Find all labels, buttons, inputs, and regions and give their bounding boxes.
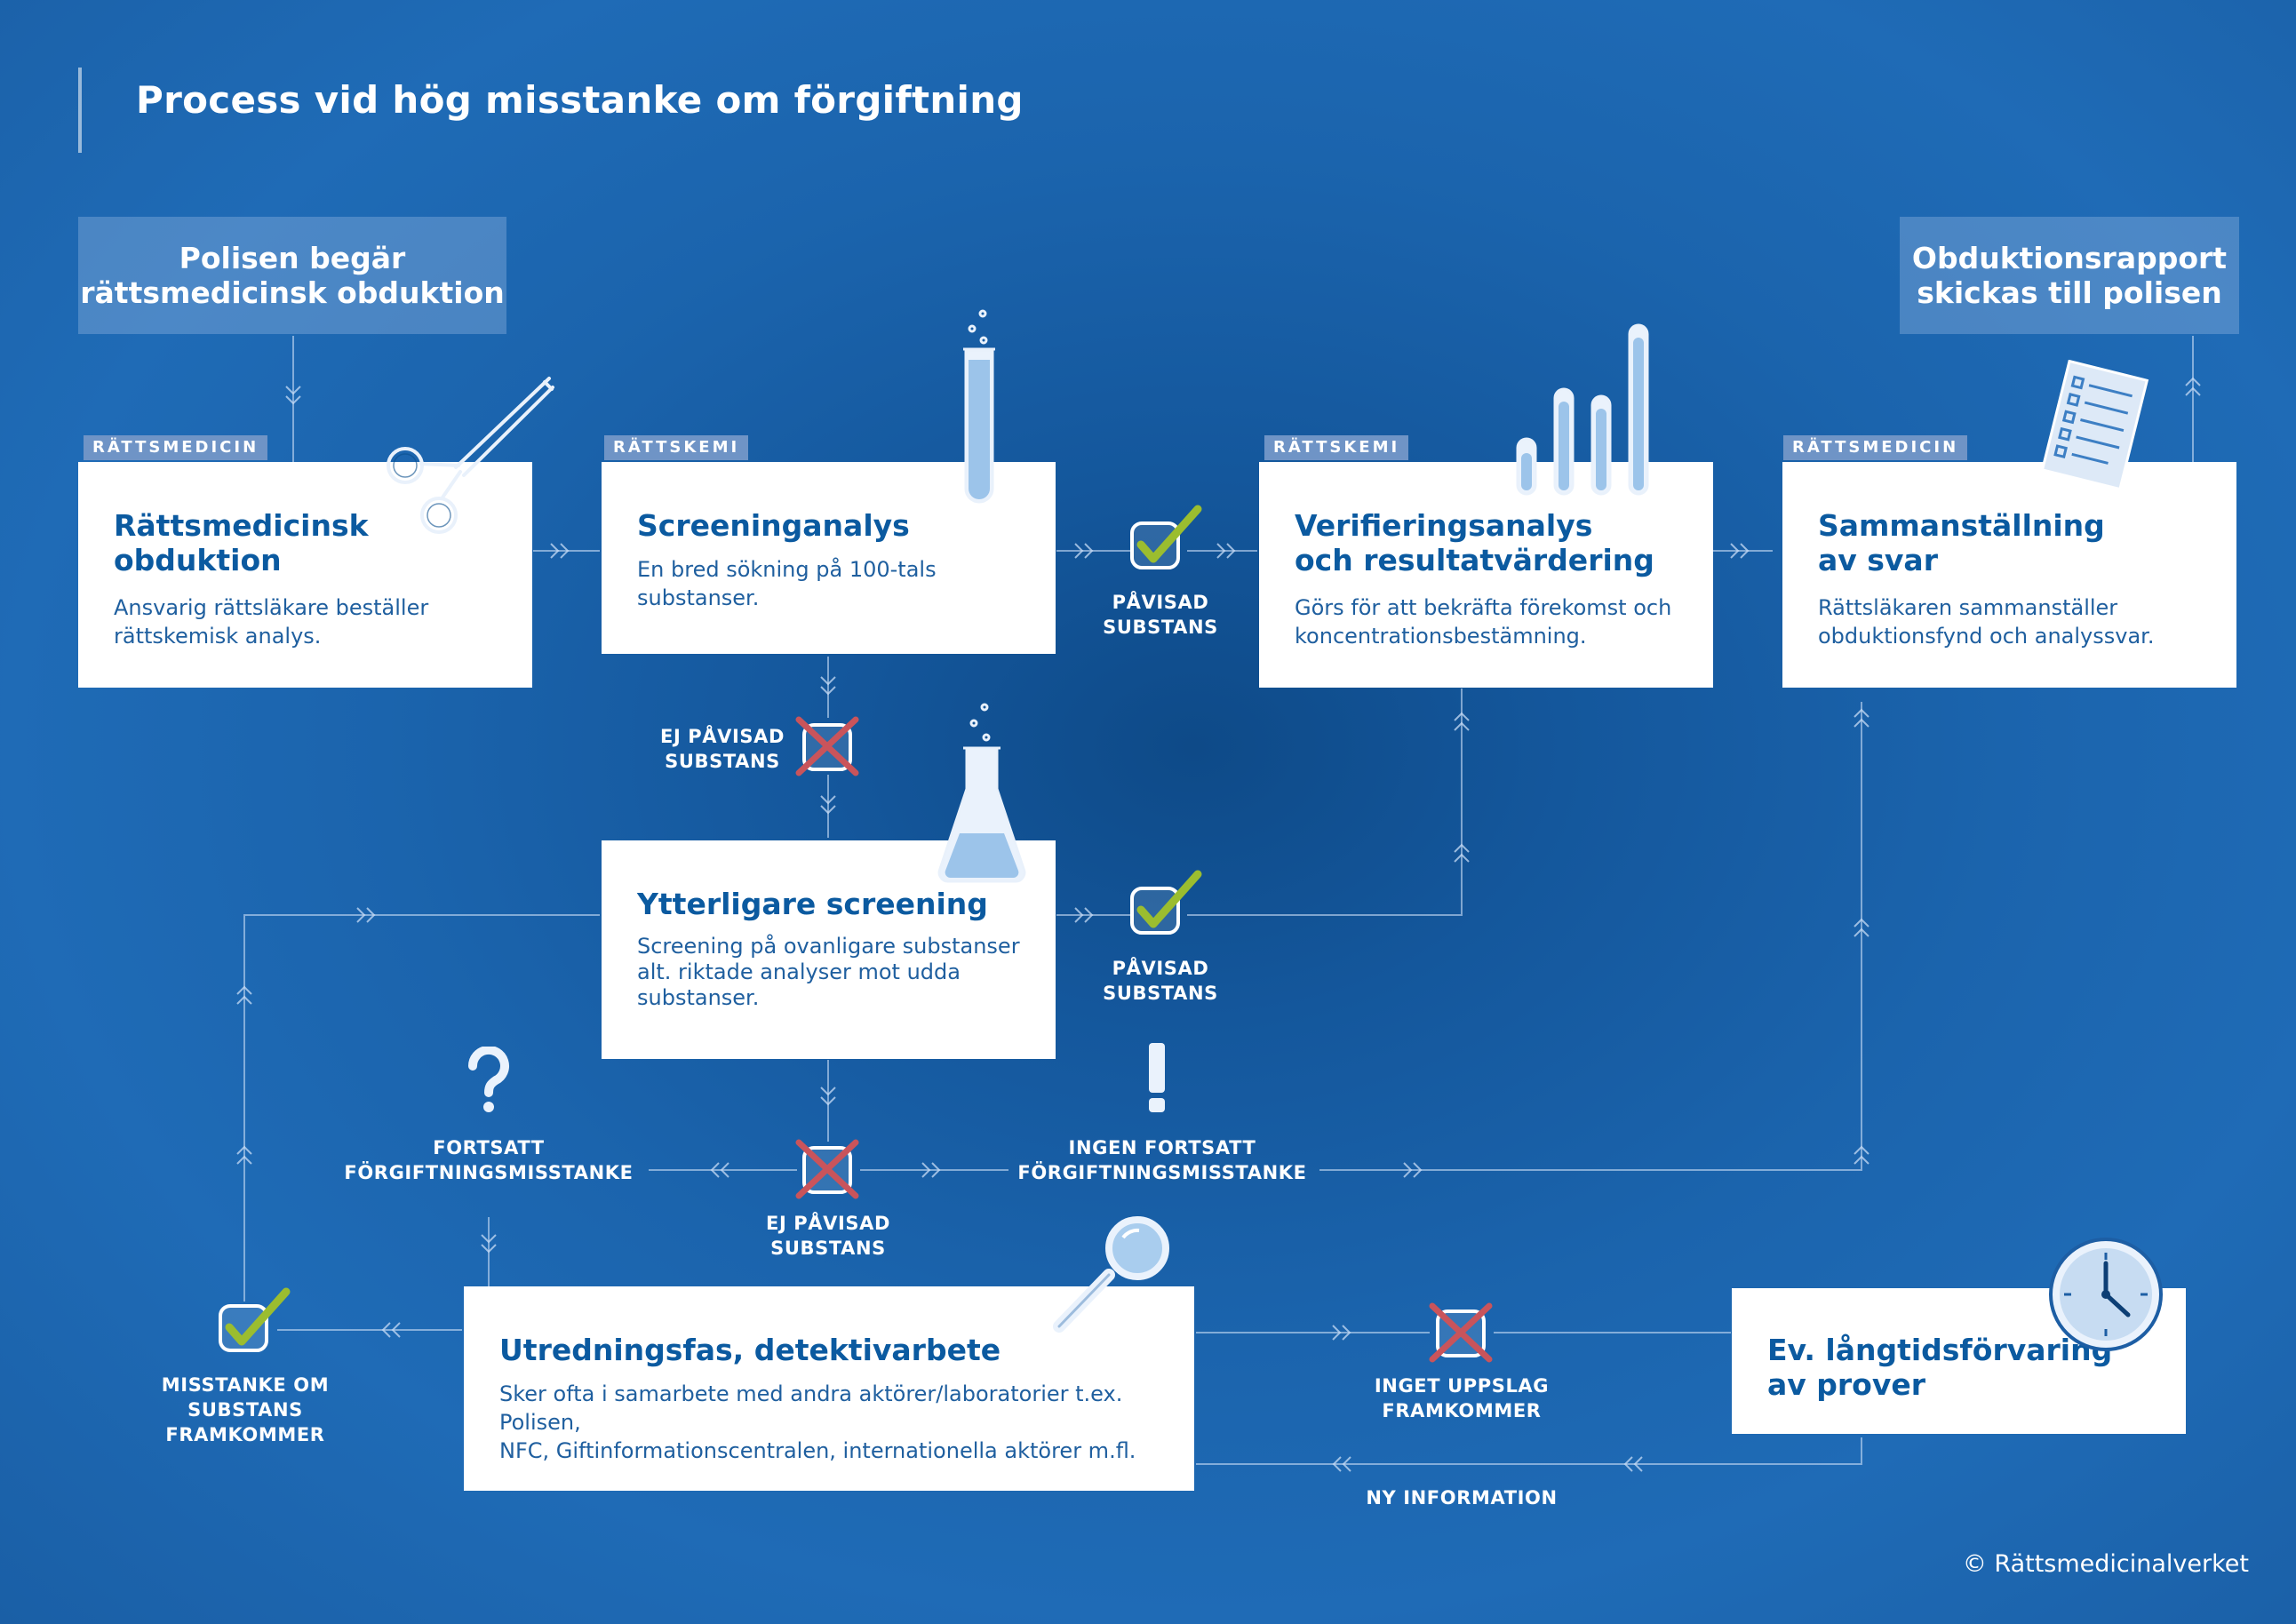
label-line-1: INGET UPPSLAG xyxy=(1374,1375,1550,1397)
label-ny-information: NY INFORMATION xyxy=(1355,1485,1568,1510)
label-line-1: INGEN FORTSATT xyxy=(1068,1137,1256,1158)
label-line-1: FORTSATT xyxy=(433,1137,545,1158)
card-desc-line-1: Görs för att bekräfta förekomst och xyxy=(1295,595,1672,620)
label-line-2: SUBSTANS xyxy=(665,751,780,772)
label-line-1: NY INFORMATION xyxy=(1366,1487,1558,1509)
check-icon xyxy=(1130,505,1202,569)
clock-icon xyxy=(2049,1238,2163,1351)
card-desc-line-2: obduktionsfynd och analyssvar. xyxy=(1818,624,2155,649)
tag-rattsmedicin-1: RÄTTSMEDICIN xyxy=(84,435,268,460)
card-rattsmedicinsk-obduktion: Rättsmedicinsk obduktion Ansvarig rättsl… xyxy=(78,462,532,688)
label-ingen-fortsatt-forgiftningsmisstanke: INGEN FORTSATT FÖRGIFTNINGSMISSTANKE xyxy=(1011,1135,1313,1185)
label-ej-pavisad-substans-1: EJ PÅVISAD SUBSTANS xyxy=(649,724,796,774)
copyright-text: © Rättsmedicinalverket xyxy=(1962,1550,2249,1578)
label-line-3: FRAMKOMMER xyxy=(165,1424,325,1445)
label-line-2: FÖRGIFTNINGSMISSTANKE xyxy=(344,1162,634,1183)
card-title-line-1: Rättsmedicinsk xyxy=(114,508,369,543)
label-misstanke-om-substans-framkommer: MISSTANKE OM SUBSTANS FRAMKOMMER xyxy=(151,1373,339,1447)
tag-rattskemi-1: RÄTTSKEMI xyxy=(604,435,749,460)
card-sammanstallning: Sammanställning av svar Rättsläkaren sam… xyxy=(1782,462,2236,688)
label-line-2: SUBSTANS xyxy=(1103,983,1218,1004)
end-box-line-2: skickas till polisen xyxy=(1917,275,2222,310)
card-desc-line-1: Ansvarig rättsläkare beställer xyxy=(114,595,429,620)
card-desc-line-2: koncentrationsbestämning. xyxy=(1295,624,1587,649)
question-icon xyxy=(467,1047,509,1112)
tag-rattskemi-2: RÄTTSKEMI xyxy=(1264,435,1409,460)
card-desc-line-1: Rättsläkaren sammanställer xyxy=(1818,595,2118,620)
page-title: Process vid hög misstanke om förgiftning xyxy=(136,78,1024,122)
label-line-1: PÅVISAD xyxy=(1112,958,1209,979)
label-line-1: EJ PÅVISAD xyxy=(766,1213,890,1234)
card-title-line-2: av prover xyxy=(1767,1367,1926,1402)
card-desc-line-2: NFC, Giftinformationscentralen, internat… xyxy=(499,1438,1136,1463)
check-icon xyxy=(1130,870,1202,935)
test-tube-icon xyxy=(963,309,995,504)
label-line-1: MISSTANKE OM xyxy=(161,1374,330,1396)
label-line-2: FÖRGIFTNINGSMISSTANKE xyxy=(1017,1162,1307,1183)
card-utredningsfas: Utredningsfas, detektivarbete Sker ofta … xyxy=(464,1286,1194,1491)
label-inget-uppslag-framkommer: INGET UPPSLAG FRAMKOMMER xyxy=(1355,1373,1568,1423)
card-title: Screeninganalys xyxy=(637,508,910,543)
card-desc-line-3: substanser. xyxy=(637,985,760,1010)
cross-icon xyxy=(795,1139,859,1199)
label-line-1: EJ PÅVISAD xyxy=(660,726,785,747)
card-title-line-2: och resultatvärdering xyxy=(1295,543,1654,577)
surgical-scissors-icon xyxy=(387,377,554,534)
card-title-line-2: obduktion xyxy=(114,543,282,577)
cross-icon xyxy=(795,716,859,776)
card-desc-line-2: substanser. xyxy=(637,585,760,610)
magnifier-icon xyxy=(1053,1216,1169,1333)
label-ej-pavisad-substans-2: EJ PÅVISAD SUBSTANS xyxy=(752,1211,905,1261)
card-title: Ytterligare screening xyxy=(637,887,988,921)
label-line-1: PÅVISAD xyxy=(1112,592,1209,613)
card-title: Utredningsfas, detektivarbete xyxy=(499,1333,1001,1367)
label-line-2: FRAMKOMMER xyxy=(1382,1400,1542,1421)
cross-icon xyxy=(1429,1302,1493,1363)
graduated-tubes-icon xyxy=(1516,323,1649,496)
end-box-report-to-police: Obduktionsrapport skickas till polisen xyxy=(1900,217,2239,334)
label-fortsatt-forgiftningsmisstanke: FORTSATT FÖRGIFTNINGSMISSTANKE xyxy=(338,1135,640,1185)
erlenmeyer-flask-icon xyxy=(937,703,1026,883)
label-pavisad-substans-2: PÅVISAD SUBSTANS xyxy=(1084,956,1237,1006)
start-box-line-1: Polisen begär xyxy=(179,241,406,275)
label-pavisad-substans-1: PÅVISAD SUBSTANS xyxy=(1084,590,1237,640)
card-verifieringsanalys: Verifieringsanalys och resultatvärdering… xyxy=(1259,462,1713,688)
card-desc-line-1: En bred sökning på 100-tals xyxy=(637,557,937,582)
label-line-2: SUBSTANS xyxy=(187,1399,303,1421)
end-box-line-1: Obduktionsrapport xyxy=(1911,241,2228,275)
card-desc-line-2: rättskemisk analys. xyxy=(114,624,322,649)
start-box-police-request: Polisen begär rättsmedicinsk obduktion xyxy=(78,217,506,334)
card-desc-line-1: Sker ofta i samarbete med andra aktörer/… xyxy=(499,1381,1123,1435)
exclamation-icon xyxy=(1149,1043,1165,1112)
check-icon xyxy=(219,1287,291,1352)
label-line-2: SUBSTANS xyxy=(770,1238,886,1259)
label-line-2: SUBSTANS xyxy=(1103,617,1218,638)
tag-rattsmedicin-2: RÄTTSMEDICIN xyxy=(1783,435,1968,460)
card-title-line-2: av svar xyxy=(1818,543,1938,577)
card-desc-line-2: alt. riktade analyser mot udda xyxy=(637,959,961,984)
start-box-line-2: rättsmedicinsk obduktion xyxy=(80,275,505,310)
card-title-line-1: Sammanställning xyxy=(1818,508,2105,543)
title-accent-bar xyxy=(78,68,82,153)
card-title-line-1: Ev. långtidsförvaring xyxy=(1767,1333,2113,1367)
card-desc-line-1: Screening på ovanligare substanser xyxy=(637,934,1020,959)
checklist-icon xyxy=(2040,360,2149,491)
card-title-line-1: Verifieringsanalys xyxy=(1295,508,1593,543)
